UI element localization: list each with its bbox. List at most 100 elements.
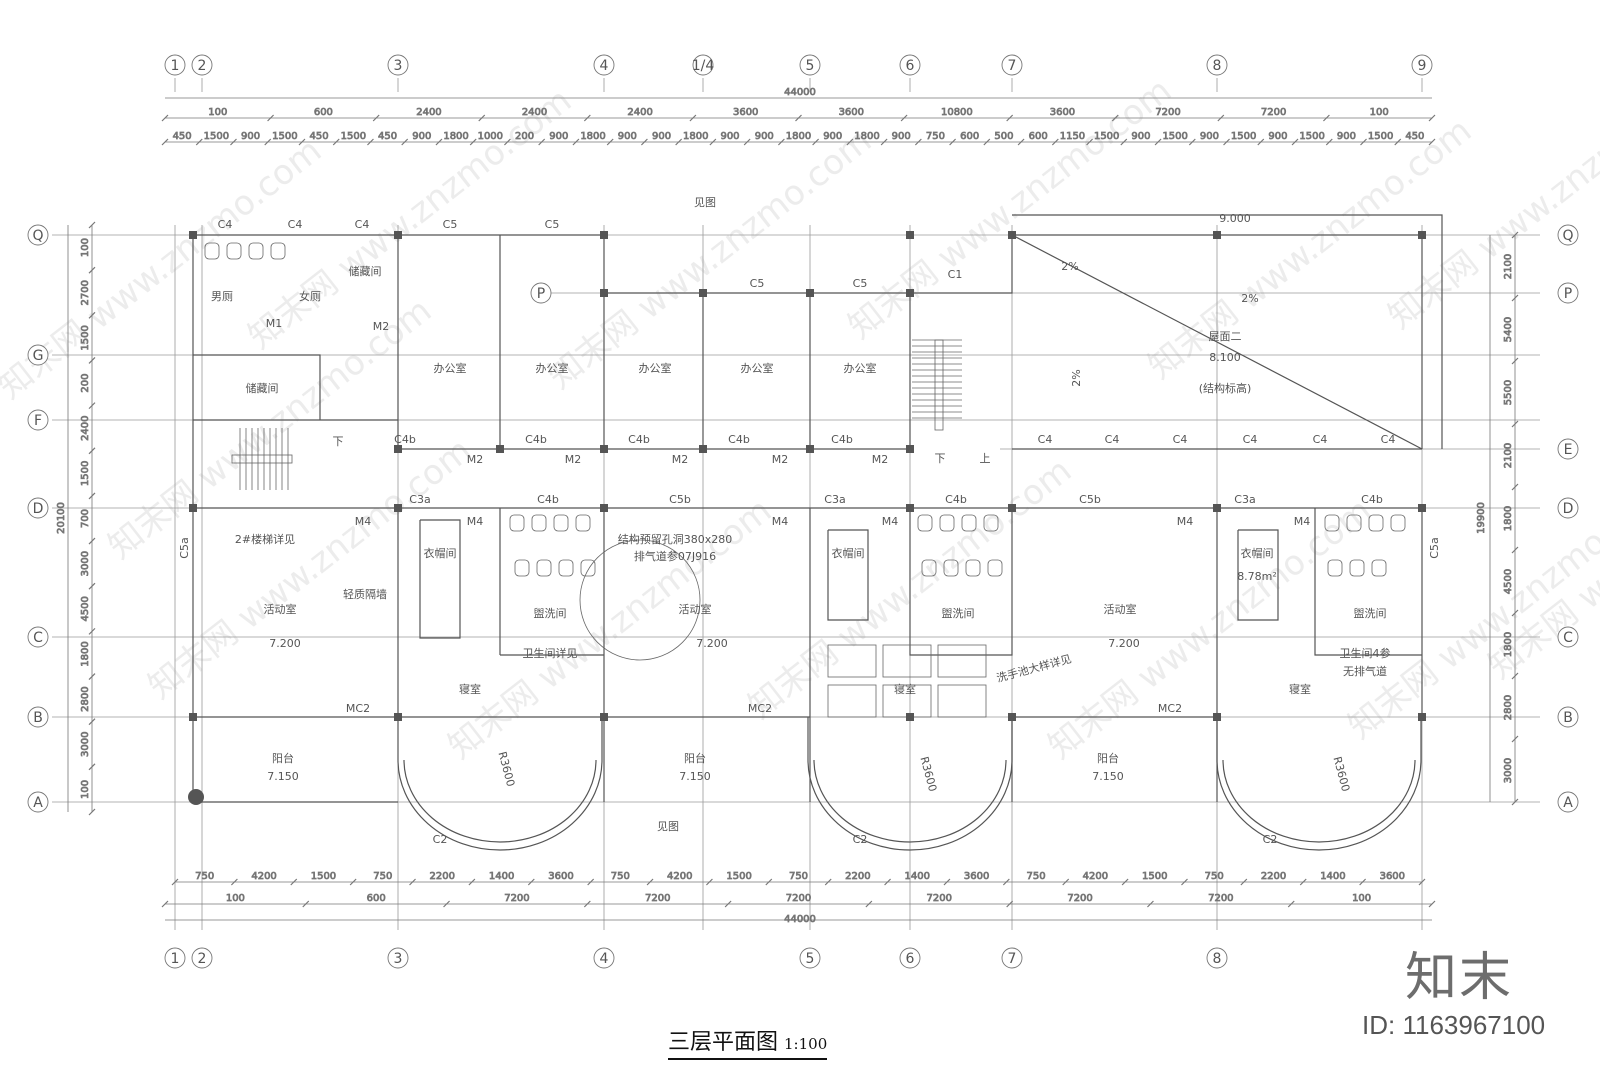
column	[906, 713, 914, 721]
dim-top-row1-tick	[1428, 114, 1436, 122]
dim-top-row2-value: 900	[1268, 131, 1287, 142]
note-see-fig-bottom: 见图	[657, 820, 679, 833]
tag-c4b: C4b	[628, 433, 650, 446]
tag-c5: C5	[853, 277, 868, 290]
bay-window-3	[1216, 717, 1422, 851]
dim-top-row1-tick	[161, 114, 169, 122]
dim-left-tick	[88, 357, 96, 364]
tag-c3a: C3a	[409, 493, 430, 506]
wall-balcony-1	[192, 717, 398, 803]
roof-note: (结构标高)	[1199, 381, 1252, 395]
axis-bubble-label: A	[33, 795, 43, 811]
dim-right-value: 2800	[1503, 695, 1514, 720]
dim-top-row2-tick	[1188, 138, 1196, 146]
roof-diagonal	[1011, 234, 1423, 450]
dim-top-row1-tick	[1111, 114, 1119, 122]
toilet-fixture	[961, 514, 977, 532]
dim-bottom-row1-value: 3600	[1380, 871, 1405, 882]
axis-top-4: 4	[593, 54, 615, 76]
dim-top-row2-tick	[332, 138, 340, 146]
dim-left-value: 1500	[80, 325, 91, 350]
axis-bubble-circle	[899, 947, 921, 969]
dim-bottom-row1-tick	[409, 878, 416, 886]
tag-mc2: MC2	[748, 702, 772, 715]
note-light-wall: 轻质隔墙	[343, 587, 387, 601]
dim-bottom-row1-tick	[1359, 878, 1367, 886]
column	[189, 504, 197, 512]
dim-bottom-row2-value: 7200	[1208, 893, 1233, 904]
column	[394, 231, 402, 239]
column	[394, 713, 402, 721]
axis-bubble-label: C	[33, 630, 43, 646]
toilet-fixture	[509, 514, 525, 532]
column	[1418, 231, 1426, 239]
dim-bottom-row1-tick	[1002, 878, 1010, 886]
toilet-fixture	[553, 514, 569, 532]
dim-bottom-row1-tick	[1121, 878, 1129, 886]
wc-stall-fixture	[204, 242, 220, 260]
toilet-fixture	[1368, 514, 1384, 532]
axis-bubble-circle	[27, 791, 49, 813]
dim-right-tick	[1511, 672, 1519, 680]
dim-top-row2-value: 900	[1200, 131, 1219, 142]
axis-bubble-circle	[1206, 947, 1228, 969]
axis-right-B: B	[1557, 706, 1579, 728]
tag-c4: C4	[288, 218, 303, 231]
dim-top-row1-tick	[795, 114, 802, 122]
column	[699, 445, 707, 453]
dim-bottom-row2-value: 100	[1352, 893, 1371, 904]
axis-bubble-label: 4	[600, 58, 609, 74]
tag-c5a: C5a	[178, 537, 191, 558]
sink-fixture	[536, 559, 552, 577]
wall-storage	[193, 354, 321, 420]
axis-bubble-label: 3	[394, 58, 403, 74]
dim-bottom-row1-value: 1500	[311, 871, 336, 882]
bay-window-2	[807, 717, 1013, 851]
axis-bubble-circle	[593, 947, 615, 969]
column	[906, 289, 914, 297]
axis-bubble-label: P	[1564, 286, 1572, 302]
dim-left-tick	[88, 808, 96, 816]
watermark-text: 知末网 www.znzmo.com	[1041, 491, 1379, 767]
dim-bottom-row1-value: 2200	[1261, 871, 1286, 882]
dim-bottom-row1-value: 750	[373, 871, 392, 882]
axis-top-5: 5	[799, 54, 821, 76]
room-label-bedroom: 寝室	[459, 682, 481, 696]
tag-m2: M2	[373, 320, 390, 333]
dim-right-tick	[1511, 798, 1519, 806]
dim-top-row1-value: 3600	[733, 107, 758, 118]
dim-top-row2-value: 1500	[272, 131, 297, 142]
dim-left-value: 200	[80, 373, 91, 392]
axis-bubble-circle	[27, 497, 49, 519]
dim-top-row2-tick	[914, 138, 922, 146]
axis-bubble-circle	[1557, 282, 1579, 304]
axis-bubble-label: G	[33, 348, 44, 364]
axis-bubble-label: F	[34, 413, 42, 429]
dim-bottom-row2-value: 7200	[504, 893, 529, 904]
tag-c1: C1	[948, 268, 963, 281]
dim-top-row1-value: 3600	[839, 107, 864, 118]
tag-c4: C4	[218, 218, 233, 231]
tag-c4: C4	[1105, 433, 1120, 446]
room-label-activity: 活动室	[264, 602, 297, 616]
axis-bubble-label: 5	[806, 951, 815, 967]
note-radius-3: R3600	[1330, 755, 1352, 793]
axis-bubble-circle	[1557, 626, 1579, 648]
dim-top-row2-tick	[1360, 138, 1367, 146]
dim-left-tick	[88, 763, 96, 771]
toilet-fixture	[1324, 514, 1340, 532]
fixtures	[204, 242, 1406, 718]
dim-top-row2-value: 1000	[478, 131, 503, 142]
room-label-office: 办公室	[844, 361, 877, 375]
dim-top-row2-value: 1800	[786, 131, 811, 142]
dim-bottom-row1-tick	[646, 878, 654, 886]
tag-m2: M2	[772, 453, 789, 466]
room-label-washroom: 盥洗间	[534, 607, 567, 620]
dim-left-tick	[88, 447, 96, 455]
axis-top-6: 6	[899, 54, 921, 76]
dim-right-tick	[1511, 609, 1519, 617]
bed-fixture	[937, 644, 987, 678]
axis-bubble-circle	[1411, 54, 1433, 76]
